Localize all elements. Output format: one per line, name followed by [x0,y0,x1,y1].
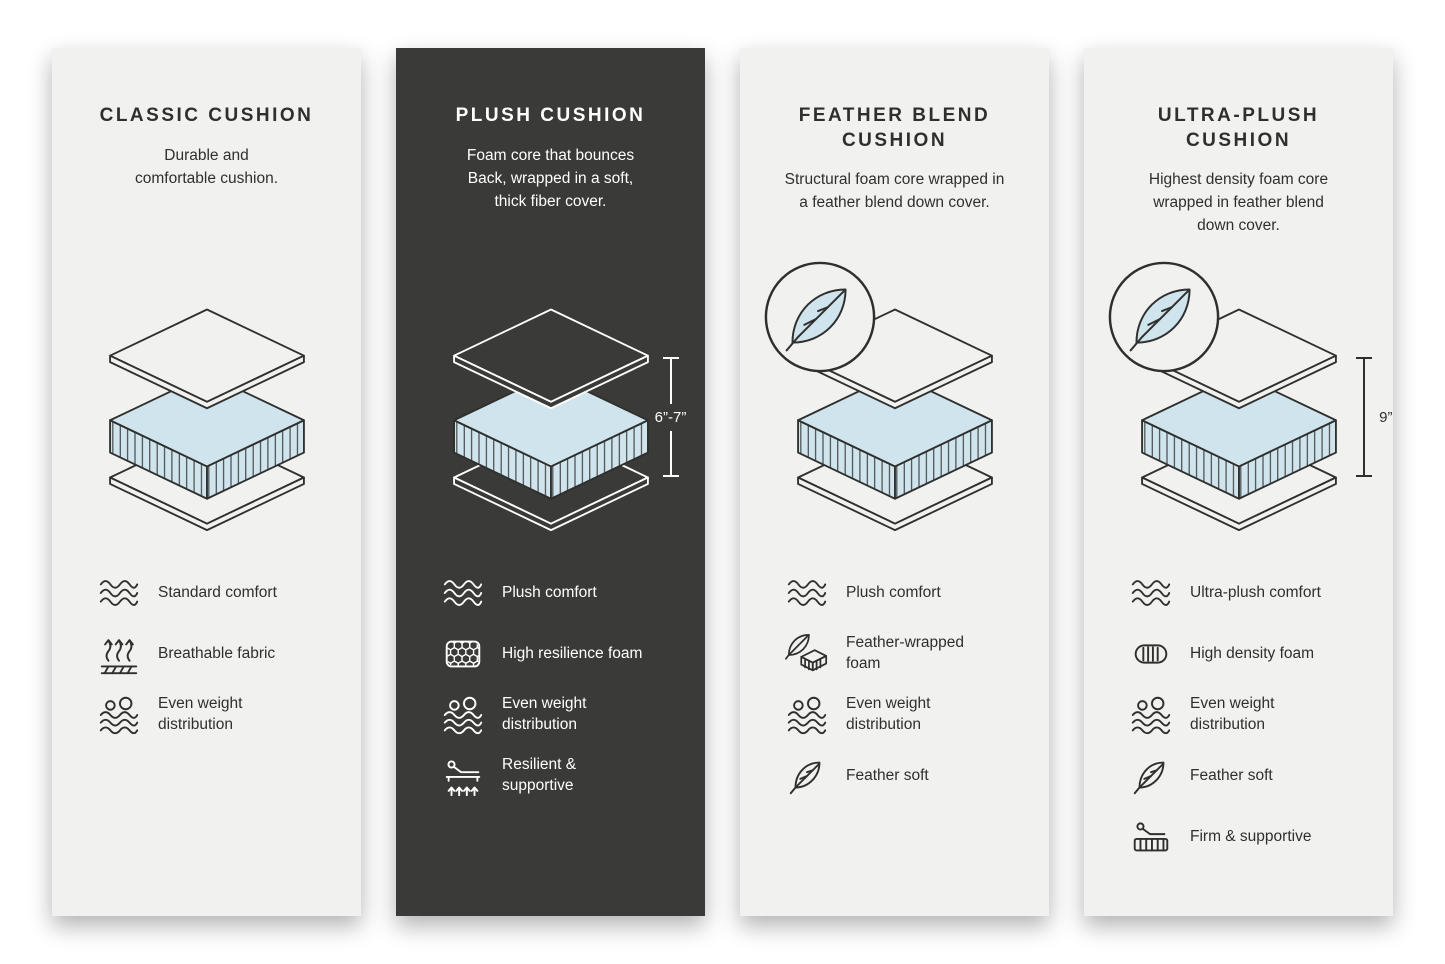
even-weight-icon [440,692,486,738]
feature-row: High resilience foam [440,630,675,678]
card-header: PLUSH CUSHION Foam core that bounces Bac… [426,104,675,262]
bracket-tick [1356,475,1373,477]
card-header: CLASSIC CUSHION Durable and comfortable … [82,104,331,262]
card-description: Highest density foam core wrapped in fea… [1148,171,1329,235]
card-title: CLASSIC CUSHION [99,105,314,126]
card-description: Durable and comfortable cushion. [134,146,279,187]
feature-list: Plush comfort High resilience foam Even … [426,569,675,800]
feature-label: Even weight distribution [1190,695,1275,733]
height-label: 6”-7” [654,408,687,426]
feature-row: Standard comfort [96,569,331,617]
feature-row: Resilient & supportive [440,752,675,800]
bracket-tick [662,357,679,359]
feather-icon [1128,753,1174,799]
card-description: Foam core that bounces Back, wrapped in … [466,146,635,210]
feature-row: Plush comfort [440,569,675,617]
card-ultra-plush-cushion: ULTRA-PLUSH CUSHION Highest density foam… [1084,48,1393,916]
feature-row: Feather-wrapped foam [784,630,1019,678]
feature-label: Feather soft [846,766,929,784]
feature-row: Even weight distribution [96,691,331,739]
height-label: 9” [1379,408,1393,426]
feature-list: Plush comfort Feather-wrapped foam Even … [770,569,1019,800]
bracket-tick [662,475,679,477]
bracket-tick [1356,357,1373,359]
card-title: FEATHER BLEND CUSHION [798,105,991,151]
feature-row: Feather soft [784,752,1019,800]
feature-row: Even weight distribution [784,691,1019,739]
cushion-layers-diagram: 9” [1119,302,1393,533]
feature-row: High density foam [1128,630,1363,678]
feature-label: High density foam [1190,644,1315,662]
feature-label: Ultra-plush comfort [1190,583,1321,601]
feature-row: Feather soft [1128,752,1363,800]
card-header: FEATHER BLEND CUSHION Structural foam co… [770,104,1019,262]
even-weight-icon [1128,692,1174,738]
card-title: ULTRA-PLUSH CUSHION [1157,105,1320,151]
feature-label: Even weight distribution [158,695,243,733]
bracket-line [1363,359,1366,475]
honeycomb-icon [440,631,486,677]
bracket-line [669,430,672,475]
feature-row: Ultra-plush comfort [1128,569,1363,617]
cushion-layers-icon [87,302,327,533]
feature-row: Breathable fabric [96,630,331,678]
card-description: Structural foam core wrapped in a feathe… [784,171,1005,212]
feature-label: Even weight distribution [846,695,931,733]
feather-icon [784,753,830,799]
wave-icon [440,570,486,616]
feather-foam-icon [784,631,830,677]
card-title: PLUSH CUSHION [455,105,646,126]
breathable-icon [96,631,142,677]
even-weight-icon [784,692,830,738]
feature-label: Plush comfort [502,583,597,601]
bracket-line [669,359,672,404]
density-icon [1128,631,1174,677]
feature-list: Standard comfort Breathable fabric Even … [82,569,331,739]
card-classic-cushion: CLASSIC CUSHION Durable and comfortable … [52,48,361,916]
cushion-layers-icon [431,302,671,533]
feature-label: Feather soft [1190,766,1273,784]
card-feather-blend-cushion: FEATHER BLEND CUSHION Structural foam co… [740,48,1049,916]
card-plush-cushion: PLUSH CUSHION Foam core that bounces Bac… [396,48,705,916]
feature-row: Even weight distribution [1128,691,1363,739]
feature-label: Firm & supportive [1190,827,1312,845]
height-measurement: 6”-7” [645,357,697,477]
cushion-layers-diagram [775,302,1015,533]
even-weight-icon [96,692,142,738]
bracket-line [1356,357,1373,477]
feature-row: Firm & supportive [1128,813,1363,861]
feature-row: Even weight distribution [440,691,675,739]
height-measurement: 9” [1356,357,1393,477]
feature-label: Resilient & supportive [502,756,577,794]
cushion-layers-diagram [87,302,327,533]
card-header: ULTRA-PLUSH CUSHION Highest density foam… [1114,104,1363,262]
recline-arrows-icon [440,753,486,799]
feather-circle-icon [761,258,879,376]
feature-label: Feather-wrapped foam [846,634,965,672]
feature-row: Plush comfort [784,569,1019,617]
cushion-layers-diagram: 6”-7” [431,302,686,533]
wave-icon [1128,570,1174,616]
feature-label: Even weight distribution [502,695,587,733]
feather-circle-icon [1105,258,1223,376]
feature-label: Breathable fabric [158,644,276,662]
feature-label: Standard comfort [158,583,277,601]
wave-icon [96,570,142,616]
wave-icon [784,570,830,616]
feature-label: Plush comfort [846,583,941,601]
feature-label: High resilience foam [502,644,643,662]
firm-icon [1128,814,1174,860]
feature-list: Ultra-plush comfort High density foam Ev… [1114,569,1363,861]
